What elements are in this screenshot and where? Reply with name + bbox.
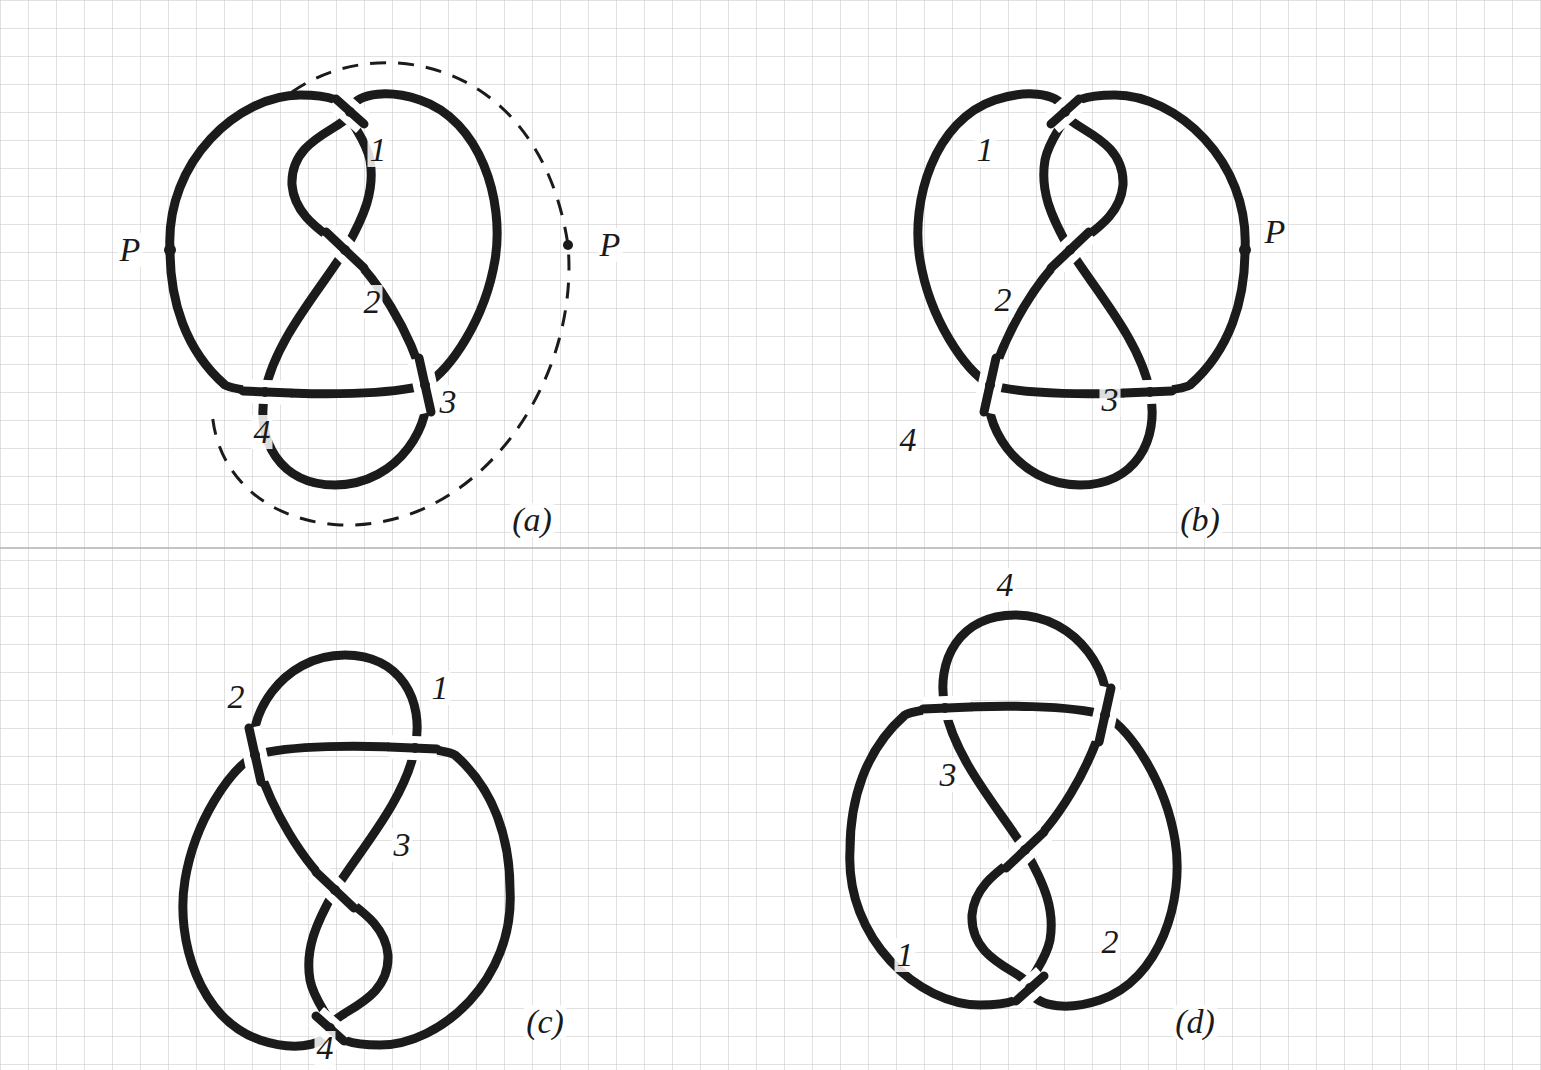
point-label: P <box>598 228 623 262</box>
crossing-number: 1 <box>430 671 451 705</box>
knot-a <box>164 63 573 525</box>
panel-label: (a) <box>510 503 554 537</box>
crossing-number: 1 <box>895 938 916 972</box>
crossing-number: 2 <box>226 680 247 714</box>
crossing-number: 3 <box>1100 383 1121 417</box>
crossing-number: 3 <box>438 385 459 419</box>
panel-label: (d) <box>1173 1005 1217 1039</box>
dashed-arc <box>212 63 569 525</box>
knot-c <box>183 655 510 1046</box>
crossing-number: 2 <box>1100 925 1121 959</box>
knot-d <box>850 615 1177 1006</box>
crossing-number: 1 <box>368 133 389 167</box>
sheet-fold <box>0 547 1541 549</box>
crossing-number: 3 <box>392 828 413 862</box>
point-label: P <box>118 233 143 267</box>
point-label: P <box>1263 215 1288 249</box>
crossing-number: 1 <box>975 133 996 167</box>
crossing-number: 2 <box>993 283 1014 317</box>
crossing-number: 4 <box>995 568 1016 602</box>
panel-label: (b) <box>1178 503 1222 537</box>
crossing-number: 3 <box>938 758 959 792</box>
crossing-number: 4 <box>315 1031 336 1065</box>
knot-b <box>918 94 1251 485</box>
panel-label: (c) <box>524 1005 566 1039</box>
crossing-number: 4 <box>898 423 919 457</box>
crossing-number: 2 <box>362 285 383 319</box>
crossing-number: 4 <box>252 415 273 449</box>
